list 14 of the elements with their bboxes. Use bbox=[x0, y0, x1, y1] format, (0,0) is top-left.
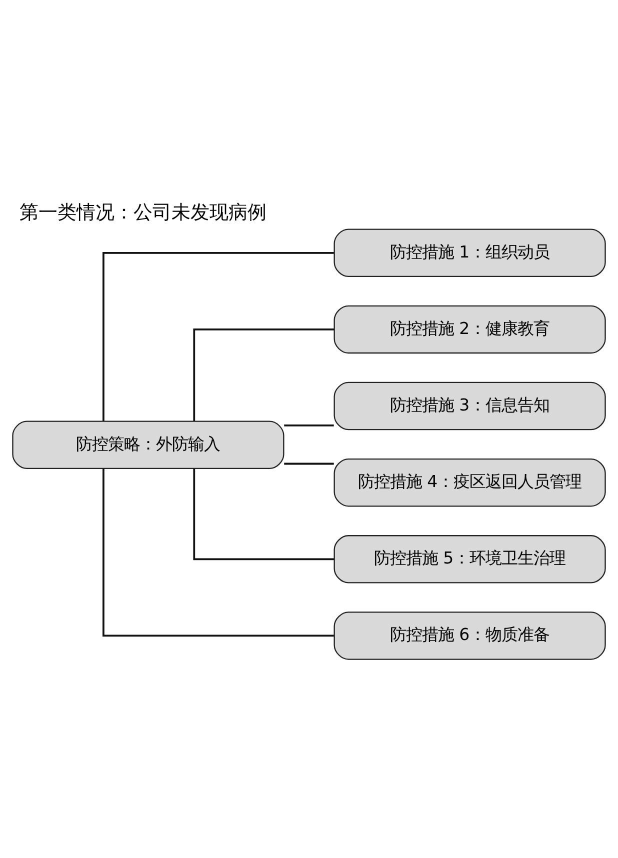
connector bbox=[193, 328, 334, 421]
diagram-title: 第一类情况：公司未发现病例 bbox=[19, 202, 266, 224]
node-box: 防控措施 2：健康教育 bbox=[334, 305, 606, 354]
connector bbox=[102, 468, 334, 637]
connector bbox=[102, 252, 334, 421]
connector bbox=[284, 462, 334, 465]
node-box: 防控策略：外防输入 bbox=[12, 420, 284, 470]
connector bbox=[193, 468, 334, 560]
node-box: 防控措施 6：物质准备 bbox=[334, 612, 606, 660]
node-box: 防控措施 1：组织动员 bbox=[334, 228, 606, 278]
connector bbox=[284, 424, 334, 426]
node-box: 防控措施 4：疫区返回人员管理 bbox=[334, 458, 606, 507]
node-box: 防控措施 5：环境卫生治理 bbox=[334, 535, 606, 584]
node-box: 防控措施 3：信息告知 bbox=[334, 382, 606, 430]
